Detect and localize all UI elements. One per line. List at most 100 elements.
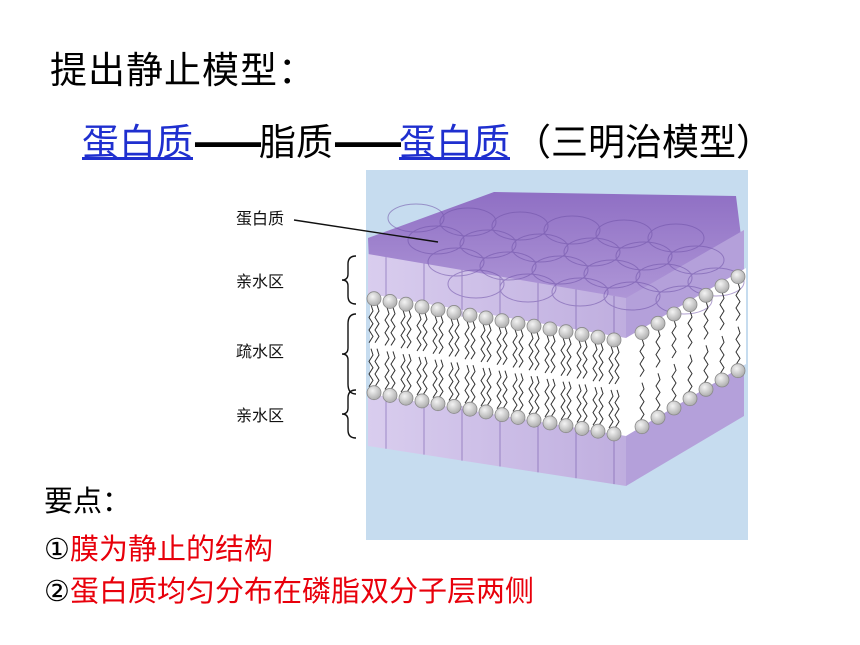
label-hydrophobic: 疏水区: [236, 342, 284, 361]
protein-link-1[interactable]: 蛋白质: [82, 121, 193, 164]
lipid-tail: [566, 381, 572, 420]
protein-cell: [563, 237, 621, 267]
key-points-label: 要点：: [44, 484, 132, 518]
lipid-tail: [608, 389, 614, 429]
lipid-head: [478, 404, 494, 420]
protein-cell: [543, 215, 601, 245]
lipid-head: [666, 400, 682, 416]
protein-bottom-right: [626, 364, 744, 486]
lipid-head: [430, 302, 446, 318]
lipid-tail: [470, 321, 476, 360]
lipid-tail: [432, 315, 438, 354]
lipid-head: [558, 324, 574, 340]
lipid-tail: [390, 307, 396, 346]
lipid-tail: [406, 354, 412, 393]
lipid-tail: [390, 351, 396, 390]
lipid-head: [558, 418, 574, 434]
lipid-head: [446, 399, 462, 414]
lipid-tail: [639, 338, 645, 377]
bracket-hydrophilic-top: [341, 255, 357, 305]
label-protein: 蛋白质: [236, 209, 284, 228]
lipid-tail: [528, 332, 534, 371]
lipid-tail: [560, 337, 566, 376]
protein-cell: [655, 285, 713, 315]
lipid-tail: [496, 370, 502, 409]
protein-cell: [407, 225, 465, 255]
key-point-1: ①膜为静止的结构: [44, 526, 273, 568]
lipid-head: [398, 296, 414, 312]
lipid-head: [494, 313, 510, 329]
lipid-head: [462, 307, 478, 323]
lipid-tail: [368, 304, 374, 343]
lipid-head: [590, 423, 606, 439]
protein-cell: [531, 255, 589, 285]
lipid-tail: [438, 359, 444, 398]
protein-cell: [603, 281, 661, 311]
lipid-tail: [518, 329, 524, 368]
lipid-tail: [448, 362, 454, 401]
protein-cell: [427, 247, 485, 277]
lipid-tail: [454, 362, 460, 401]
bracket-hydrophobic: [341, 313, 357, 395]
lipid-tail: [384, 307, 390, 346]
lipid-tail: [416, 356, 422, 396]
lipid-tail: [582, 340, 588, 379]
lipid-tail: [735, 282, 741, 321]
protein-cell: [551, 277, 609, 307]
lipid-head: [730, 269, 746, 285]
lipid-tail: [687, 310, 693, 349]
lipid-head: [366, 291, 382, 307]
lipid-tail: [502, 326, 508, 365]
lipid-tail: [544, 378, 550, 418]
lipid-tail: [592, 387, 598, 426]
lipid-tail: [655, 329, 661, 368]
lipid-tail: [703, 345, 709, 384]
lipid-tail: [480, 367, 486, 407]
lipid-tail: [703, 301, 709, 340]
protein-cell: [583, 259, 641, 289]
lipid-tail: [592, 343, 598, 382]
lipid-head: [698, 381, 714, 397]
lipid-head: [446, 305, 462, 320]
protein-link-2[interactable]: 蛋白质: [399, 121, 510, 164]
lipid-tail: [735, 326, 741, 365]
lipid-head: [478, 310, 494, 326]
protein-cell: [459, 229, 517, 259]
lipid-head: [650, 315, 666, 331]
lipid-tail: [608, 345, 614, 385]
lipid-tail: [576, 340, 582, 379]
lipid-tail: [576, 384, 582, 423]
lipid-head: [510, 410, 526, 425]
lipid-tail: [639, 382, 645, 421]
lipid-tail: [614, 389, 620, 429]
lipid-head: [526, 412, 542, 428]
protein-cell: [667, 245, 725, 275]
lipid-tail: [464, 321, 470, 360]
lipid-tail: [598, 343, 604, 382]
bilayer-right: [626, 268, 746, 436]
lipid-tail: [534, 332, 540, 371]
key-point-2-num: ②: [44, 574, 70, 608]
protein-cell: [595, 219, 653, 249]
membrane-diagram: 蛋白质 亲水区 疏水区 亲水区: [216, 168, 756, 543]
membrane-shapes: [368, 192, 746, 486]
protein-cell: [491, 211, 549, 241]
sandwich-model-note: （三明治模型）: [514, 121, 773, 164]
lipid-tail: [719, 335, 725, 375]
label-hydrophilic-bottom: 亲水区: [236, 406, 284, 425]
lipid-head: [634, 419, 650, 435]
protein-cells: [385, 203, 745, 485]
lipid-tail: [470, 365, 476, 404]
lipid-tail: [480, 323, 486, 363]
lipid-head: [494, 407, 510, 423]
lipid-tail: [502, 370, 508, 409]
lipid-head: [682, 297, 698, 313]
key-point-2-text: 蛋白质均匀分布在磷脂双分子层两侧: [70, 574, 535, 608]
label-group: 蛋白质 亲水区 疏水区 亲水区: [236, 209, 439, 439]
lipid-tail: [544, 334, 550, 374]
lipid-tail: [719, 291, 725, 331]
dash-2: ——: [333, 121, 403, 164]
lipid-tail: [448, 318, 454, 357]
lipid-head: [634, 325, 650, 341]
lipid-tail: [614, 345, 620, 385]
